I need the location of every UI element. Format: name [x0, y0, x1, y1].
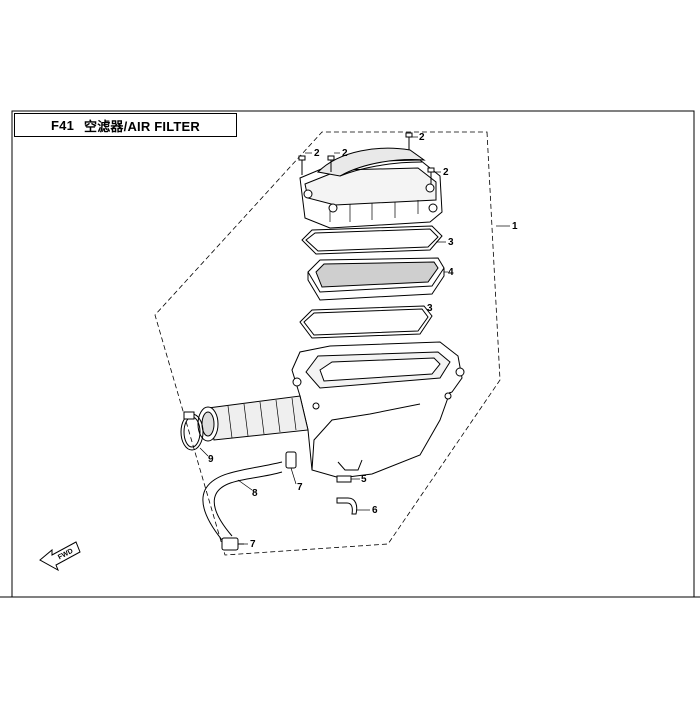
callout-2-right: 2 — [443, 167, 449, 178]
leader-lines — [199, 136, 510, 545]
callout-2-top: 2 — [419, 132, 425, 143]
callout-3-upper: 3 — [448, 237, 454, 248]
callout-9: 9 — [208, 454, 214, 465]
callout-1: 1 — [512, 221, 518, 232]
title-block: F41 空滤器/AIR FILTER — [14, 113, 237, 137]
bolt-set — [298, 132, 435, 184]
callout-3-lower: 3 — [427, 303, 433, 314]
assembly-boundary — [154, 131, 501, 556]
callout-2-left: 2 — [314, 148, 320, 159]
intake-duct — [197, 395, 309, 442]
page-title: F41 空滤器/AIR FILTER — [15, 114, 236, 136]
gasket-upper — [301, 225, 443, 255]
filter-element — [307, 257, 445, 301]
callout-7-lower: 7 — [250, 539, 256, 550]
callout-7-upper: 7 — [297, 482, 303, 493]
callout-8: 8 — [252, 488, 258, 499]
callout-6: 6 — [372, 505, 378, 516]
gasket-lower — [299, 305, 433, 339]
hose-clamp-large — [180, 411, 204, 451]
callout-5: 5 — [361, 474, 367, 485]
drain-hose — [202, 461, 283, 541]
callout-4: 4 — [448, 267, 454, 278]
title-code: F41 — [51, 117, 75, 133]
callout-2-mid: 2 — [342, 148, 348, 159]
air-filter-housing — [291, 341, 465, 479]
drain-fitting — [336, 475, 358, 515]
forward-arrow-icon: FWD — [39, 541, 81, 572]
callout-labels: 1 2 2 2 2 3 4 3 5 6 7 7 8 9 — [208, 132, 518, 550]
title-name: 空滤器/AIR FILTER — [84, 118, 200, 134]
air-filter-cover — [299, 147, 443, 229]
